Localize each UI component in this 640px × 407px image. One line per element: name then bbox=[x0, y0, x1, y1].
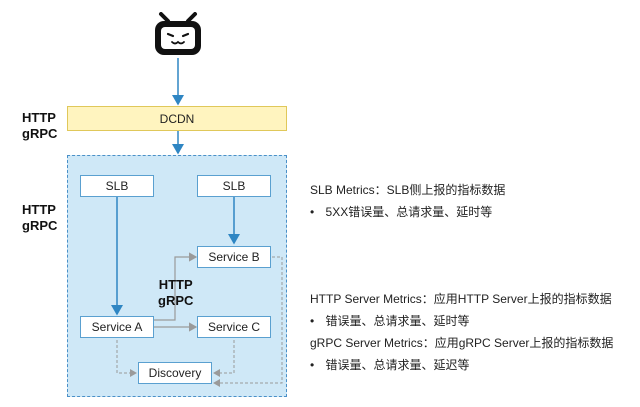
arrow-service-c-to-discovery bbox=[213, 340, 235, 377]
arrow-service-a-to-discovery bbox=[116, 340, 137, 377]
grpc-metrics-title: gRPC Server Metrics：应用gRPC Server上报的指标数据 bbox=[310, 336, 614, 350]
slb-metrics-bullet-text: 5XX错误量、总请求量、延时等 bbox=[325, 205, 493, 219]
grpc-metrics-bullet: • 错误量、总请求量、延迟等 bbox=[310, 356, 470, 373]
bullet-dot-icon: • bbox=[310, 205, 315, 219]
bullet-dot-icon: • bbox=[310, 314, 315, 328]
slb-metrics-title: SLB Metrics：SLB侧上报的指标数据 bbox=[310, 183, 506, 197]
dcdn-label: DCDN bbox=[159, 111, 195, 126]
discovery-box: Discovery bbox=[138, 362, 212, 384]
service-c-label: Service C bbox=[207, 320, 260, 334]
service-a-label: Service A bbox=[91, 320, 143, 334]
slb-left-box: SLB bbox=[80, 175, 154, 197]
slb-metrics-bullet: • 5XX错误量、总请求量、延时等 bbox=[310, 203, 492, 220]
discovery-label: Discovery bbox=[148, 366, 202, 380]
http-metrics-bullet: • 错误量、总请求量、延时等 bbox=[310, 312, 470, 329]
arrow-service-b-to-discovery bbox=[213, 256, 283, 387]
slb-right-label: SLB bbox=[222, 179, 246, 193]
http-metrics-bullet-text: 错误量、总请求量、延时等 bbox=[325, 314, 470, 328]
service-b-label: Service B bbox=[208, 250, 260, 264]
arrow-service-a-to-service-b bbox=[154, 252, 198, 321]
http-metrics-title: HTTP Server Metrics：应用HTTP Server上报的指标数据 bbox=[310, 292, 612, 306]
service-c-box: Service C bbox=[197, 316, 271, 338]
service-b-box: Service B bbox=[197, 246, 271, 268]
slb-right-box: SLB bbox=[197, 175, 271, 197]
dcdn-box: DCDN bbox=[67, 106, 287, 131]
tv-mascot-logo bbox=[155, 12, 201, 55]
slb-left-label: SLB bbox=[105, 179, 129, 193]
service-a-box: Service A bbox=[80, 316, 154, 338]
grpc-metrics-bullet-text: 错误量、总请求量、延迟等 bbox=[325, 358, 470, 372]
bullet-dot-icon: • bbox=[310, 358, 315, 372]
